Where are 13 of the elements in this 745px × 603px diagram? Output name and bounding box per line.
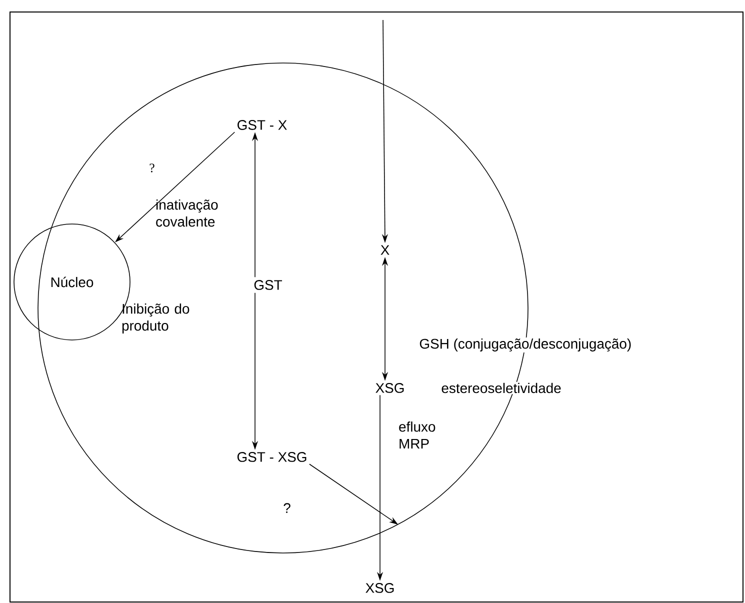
- term-label: XSG: [376, 383, 404, 393]
- question-mark: ?: [284, 503, 290, 513]
- edge-label: GSH (conjugação/desconjugação): [418, 337, 633, 353]
- term-label: GST - X: [238, 120, 287, 130]
- annotation: estereoseletividade: [440, 382, 562, 394]
- term-label: XSG: [366, 583, 394, 593]
- term-label: X: [380, 245, 390, 255]
- edge-label: GST: [250, 277, 286, 293]
- question-mark: ?: [150, 164, 154, 172]
- edge-label: inativação covalente: [156, 200, 218, 227]
- annotation: Inibição do produto: [122, 304, 190, 334]
- term-label: GST - XSG: [237, 452, 306, 462]
- edge-label: efluxo MRP: [399, 422, 436, 449]
